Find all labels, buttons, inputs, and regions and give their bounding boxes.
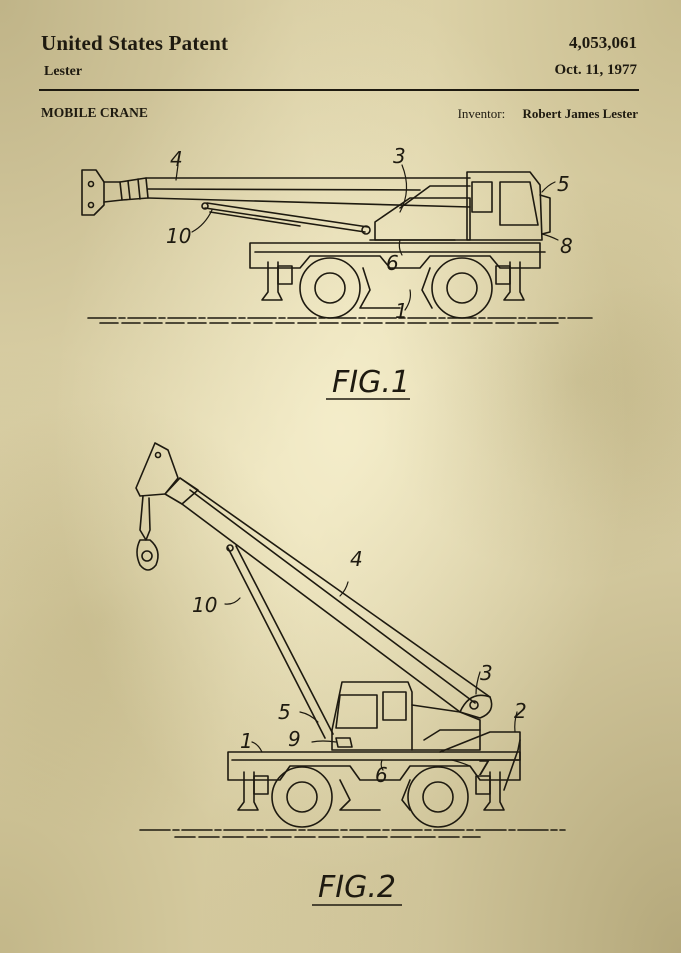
fig1-label-4: 4 xyxy=(170,147,183,171)
fig2-label-7: 7 xyxy=(477,756,490,780)
fig2-label-5: 5 xyxy=(278,700,291,724)
header-divider xyxy=(39,89,639,91)
fig2-label-2: 2 xyxy=(514,699,527,723)
patent-subject: MOBILE CRANE xyxy=(41,105,148,120)
fig1-label-1: 1 xyxy=(395,299,408,323)
figure-1-labels: 4 3 5 8 10 6 1 xyxy=(166,144,573,323)
fig1-label-3: 3 xyxy=(393,144,406,168)
patent-title: United States Patent xyxy=(41,31,229,55)
inventor-name: Robert James Lester xyxy=(522,106,638,121)
fig2-caption: FIG.2 xyxy=(318,870,396,905)
fig2-label-3: 3 xyxy=(480,661,493,685)
inventor-surname: Lester xyxy=(44,64,83,79)
patent-date: Oct. 11, 1977 xyxy=(554,62,638,78)
figure-2-labels: 4 10 3 2 5 9 1 6 7 xyxy=(192,547,527,787)
fig2-label-1: 1 xyxy=(240,729,253,753)
inventor-line: Inventor: Robert James Lester xyxy=(458,106,638,122)
fig1-label-6: 6 xyxy=(386,251,399,275)
fig1-label-8: 8 xyxy=(560,234,573,258)
fig1-label-5: 5 xyxy=(557,172,570,196)
patent-number: 4,053,061 xyxy=(569,33,637,52)
figure-2-crane xyxy=(135,442,566,838)
fig2-label-9: 9 xyxy=(288,727,301,751)
fig1-caption: FIG.1 xyxy=(332,365,410,400)
fig2-label-6: 6 xyxy=(375,763,388,787)
fig1-label-10: 10 xyxy=(166,224,191,248)
fig2-label-10: 10 xyxy=(192,593,217,617)
inventor-label: Inventor: xyxy=(457,106,506,121)
fig2-label-4: 4 xyxy=(350,547,363,571)
figure-1-crane xyxy=(81,164,593,324)
